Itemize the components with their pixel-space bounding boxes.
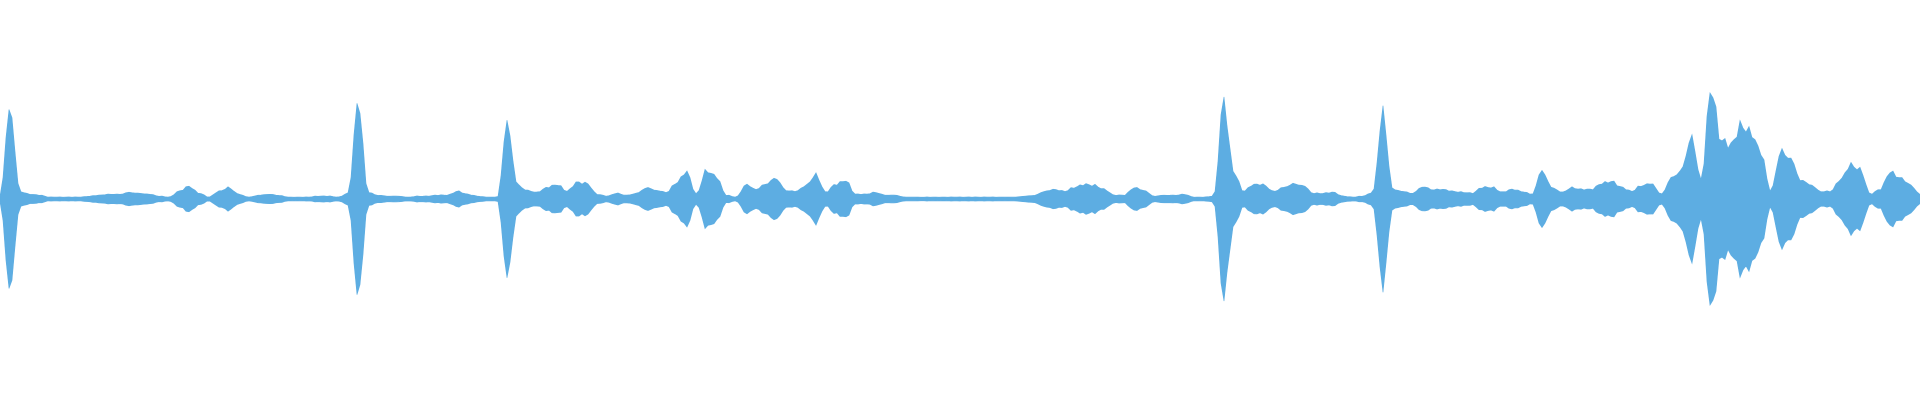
waveform-shape — [0, 92, 1920, 306]
